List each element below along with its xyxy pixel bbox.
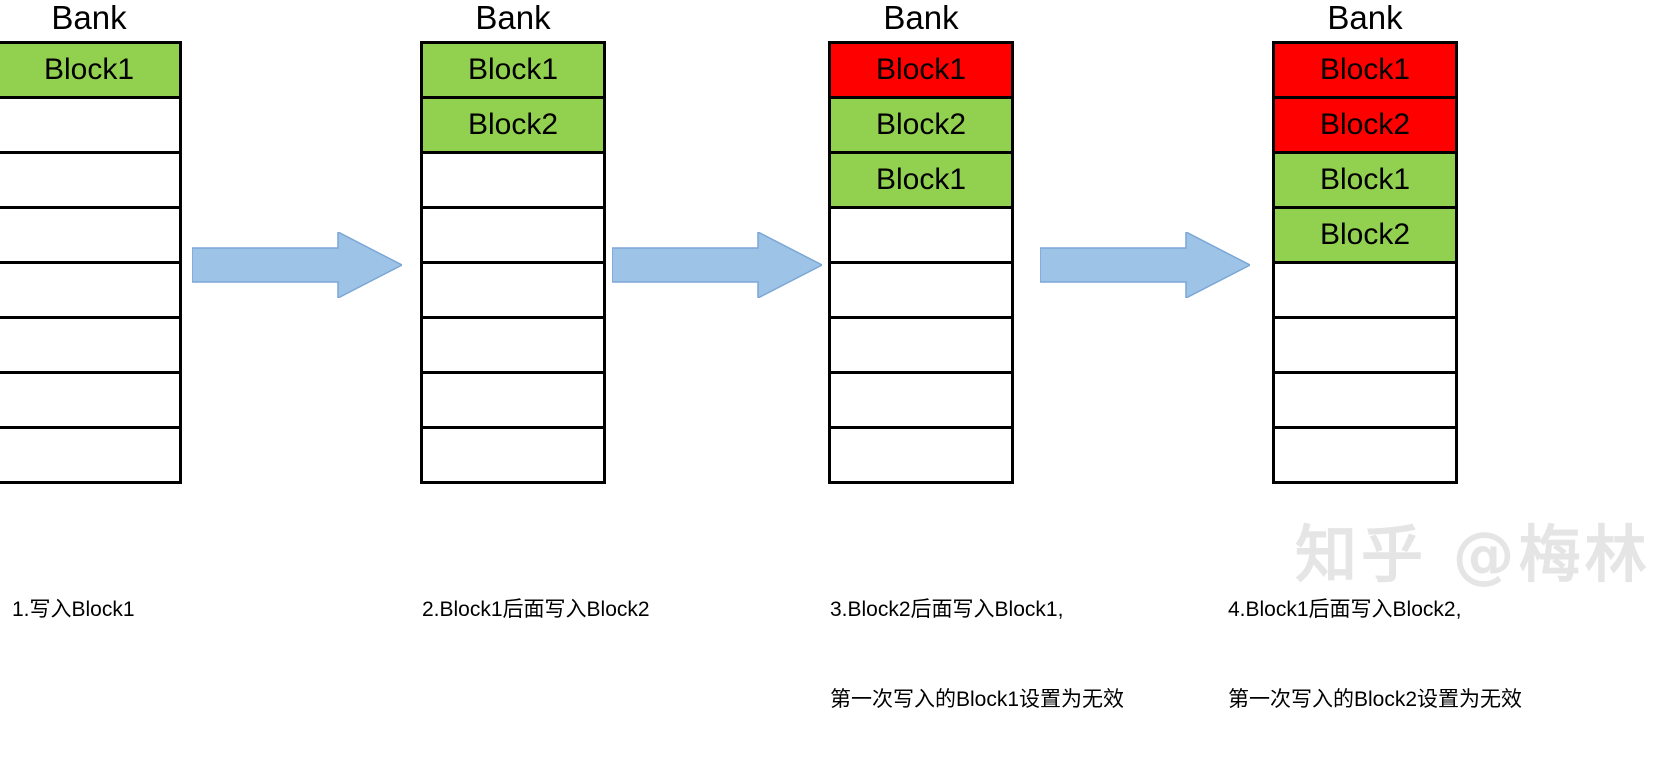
bank-cell[interactable] <box>1275 264 1455 319</box>
bank-title-3: Bank <box>883 0 959 36</box>
bank-cell[interactable]: Block2 <box>831 99 1011 154</box>
bank-cell[interactable] <box>0 429 179 484</box>
bank-column-3: Bank Block1 Block2 Block1 <box>828 0 1014 484</box>
bank-cell[interactable] <box>831 264 1011 319</box>
bank-cell[interactable] <box>0 99 179 154</box>
bank-column-1: Bank Block1 <box>0 0 182 484</box>
bank-cell[interactable] <box>423 374 603 429</box>
bank-cell[interactable]: Block1 <box>0 44 179 99</box>
bank-cell[interactable]: Block2 <box>423 99 603 154</box>
bank-cell[interactable] <box>423 319 603 374</box>
bank-cell[interactable] <box>831 319 1011 374</box>
caption-line: 第一次写入的Block1设置为无效 <box>830 688 1125 711</box>
bank-cell[interactable]: Block1 <box>1275 44 1455 99</box>
bank-cell[interactable]: Block2 <box>1275 99 1455 154</box>
bank-cell[interactable]: Block1 <box>831 44 1011 99</box>
bank-cell[interactable] <box>423 154 603 209</box>
bank-grid-2: Block1 Block2 <box>420 41 606 484</box>
bank-title-1: Bank <box>51 0 127 36</box>
bank-grid-4: Block1 Block2 Block1 Block2 <box>1272 41 1458 484</box>
caption-line: 3.Block2后面写入Block1, <box>830 598 1064 621</box>
bank-cell[interactable] <box>0 154 179 209</box>
bank-cell[interactable] <box>0 209 179 264</box>
flow-arrow-right-icon <box>612 232 822 298</box>
bank-cell[interactable] <box>1275 374 1455 429</box>
bank-column-4: Bank Block1 Block2 Block1 Block2 <box>1272 0 1458 484</box>
bank-cell[interactable] <box>1275 429 1455 484</box>
bank-cell[interactable] <box>831 374 1011 429</box>
flow-arrow-right-icon <box>1040 232 1250 298</box>
caption-line: 1.写入Block1 <box>12 598 135 621</box>
bank-cell[interactable]: Block1 <box>423 44 603 99</box>
bank-cell[interactable] <box>423 209 603 264</box>
bank-cell[interactable]: Block2 <box>1275 209 1455 264</box>
stage-caption-4: 4.Block1后面写入Block2, 第一次写入的Block2设置为无效 <box>1228 535 1522 775</box>
stage-caption-2: 2.Block1后面写入Block2 <box>422 535 650 745</box>
caption-line: 4.Block1后面写入Block2, <box>1228 598 1462 621</box>
stage-caption-3: 3.Block2后面写入Block1, 第一次写入的Block1设置为无效 <box>830 535 1124 775</box>
flow-arrow-right-icon <box>192 232 402 298</box>
bank-column-2: Bank Block1 Block2 <box>420 0 606 484</box>
bank-cell[interactable] <box>1275 319 1455 374</box>
bank-grid-1: Block1 <box>0 41 182 484</box>
bank-cell[interactable] <box>423 429 603 484</box>
bank-grid-3: Block1 Block2 Block1 <box>828 41 1014 484</box>
bank-cell[interactable] <box>831 429 1011 484</box>
bank-cell[interactable] <box>0 319 179 374</box>
bank-cell[interactable]: Block1 <box>1275 154 1455 209</box>
caption-line: 2.Block1后面写入Block2 <box>422 598 650 621</box>
caption-line: 第一次写入的Block2设置为无效 <box>1228 688 1523 711</box>
bank-title-2: Bank <box>475 0 551 36</box>
bank-cell[interactable] <box>423 264 603 319</box>
bank-cell[interactable] <box>0 264 179 319</box>
bank-cell[interactable]: Block1 <box>831 154 1011 209</box>
diagram-canvas: Bank Block1 1.写入Block1 Bank Block1 Block… <box>0 0 1647 711</box>
bank-title-4: Bank <box>1327 0 1403 36</box>
bank-cell[interactable] <box>0 374 179 429</box>
bank-cell[interactable] <box>831 209 1011 264</box>
stage-caption-1: 1.写入Block1 <box>12 535 135 745</box>
